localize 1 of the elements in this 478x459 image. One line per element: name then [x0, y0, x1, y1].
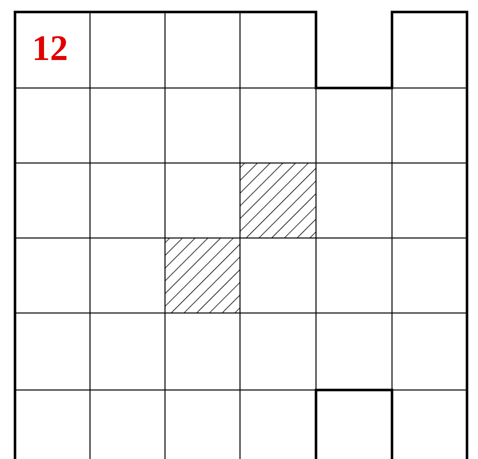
cell-number: 12: [32, 30, 68, 66]
